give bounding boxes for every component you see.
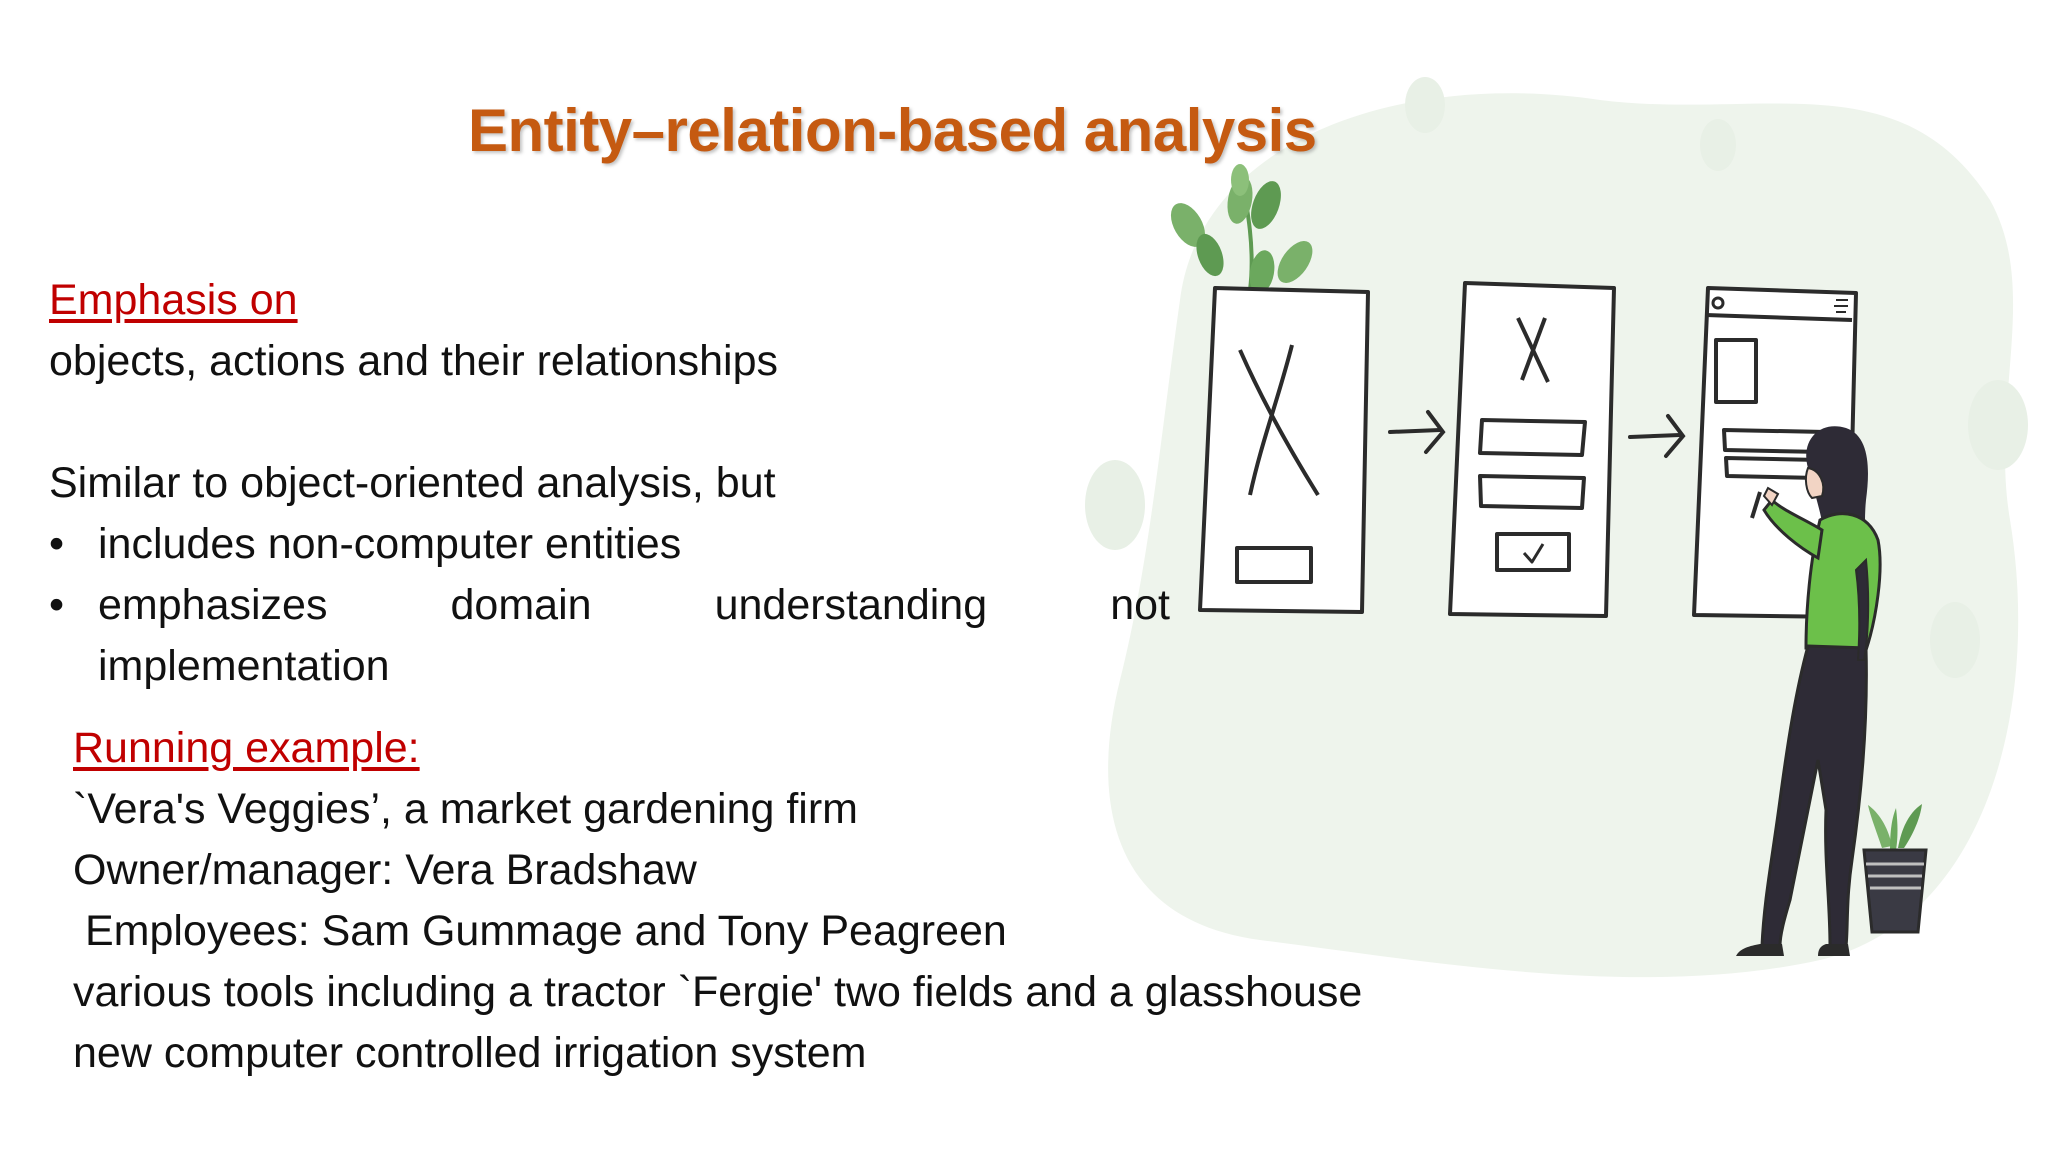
wireframe-screen-icon	[1448, 281, 1616, 618]
bullet-text: includes non-computer entities	[98, 520, 682, 568]
bullet-word: not	[1110, 581, 1170, 629]
potted-plant-icon	[1862, 804, 1928, 934]
arrow-right-icon	[1628, 414, 1686, 458]
bullet-word: understanding	[714, 581, 988, 629]
emphasis-section: Emphasis on objects, actions and their r…	[49, 270, 778, 392]
example-line: Owner/manager: Vera Bradshaw	[73, 846, 697, 894]
woman-figure-icon	[1736, 426, 1882, 956]
slide-title: Entity–relation-based analysis	[468, 97, 1317, 164]
wireframe-illustration	[1085, 77, 2028, 978]
leafy-plant-icon	[1170, 164, 1313, 294]
example-heading: Running example:	[73, 724, 420, 772]
list-item: includes non-computer entities	[49, 514, 1170, 575]
bullet-justified-line: emphasizes domain understanding not	[98, 575, 1170, 636]
example-line: Employees: Sam Gummage and Tony Peagreen	[85, 907, 1007, 955]
checkbox-icon	[1522, 543, 1545, 564]
bullet-continuation: implementation	[98, 642, 390, 690]
comparison-bullet-list: includes non-computer entities emphasize…	[49, 514, 1170, 697]
example-line: various tools including a tractor `Fergi…	[73, 968, 1363, 1016]
example-section: Running example: `Vera's Veggies’, a mar…	[73, 718, 1362, 1084]
bullet-word: domain	[450, 581, 592, 629]
bullet-word: emphasizes	[98, 581, 328, 629]
arrow-right-icon	[1388, 410, 1446, 454]
comparison-section: Similar to object-oriented analysis, but…	[49, 453, 1170, 697]
list-item: emphasizes domain understanding not impl…	[49, 575, 1170, 697]
wireframe-screen-icon	[1198, 286, 1370, 614]
example-line: `Vera's Veggies’, a market gardening fir…	[73, 785, 858, 833]
example-line: new computer controlled irrigation syste…	[73, 1029, 867, 1077]
emphasis-heading: Emphasis on	[49, 276, 298, 324]
emphasis-text: objects, actions and their relationships	[49, 337, 779, 385]
comparison-intro: Similar to object-oriented analysis, but	[49, 459, 776, 507]
